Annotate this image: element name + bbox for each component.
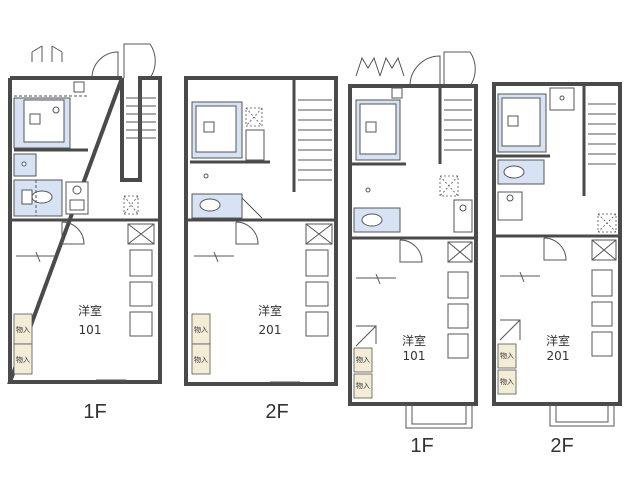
storage-label: 物入 — [356, 381, 370, 390]
floor-label: 1F — [410, 435, 433, 457]
staircase — [444, 99, 472, 151]
balcony — [549, 404, 615, 427]
stair-door[interactable] — [443, 51, 476, 87]
fridge-cross — [447, 241, 473, 263]
fridge-cross — [591, 239, 617, 261]
storage-label: 物入 — [194, 325, 208, 334]
balcony-window — [591, 269, 613, 357]
washbasin-icon — [559, 95, 565, 101]
stove-icon — [72, 185, 82, 195]
floor-plan-2 — [184, 76, 338, 386]
room-door[interactable] — [399, 239, 423, 263]
room-door[interactable] — [235, 221, 259, 245]
closet-rod — [500, 271, 540, 283]
washbasin-icon — [21, 161, 27, 167]
washer-space-cross — [245, 107, 263, 127]
storage-label: 物入 — [500, 351, 514, 360]
storage-label: 物入 — [16, 325, 30, 334]
room-type-label: 洋室 — [546, 333, 570, 348]
stair-door[interactable] — [123, 43, 156, 79]
closet-rod — [194, 251, 234, 263]
room-number-label: 101 — [79, 323, 102, 337]
storage-1 — [497, 343, 517, 369]
toilet-tank — [21, 189, 33, 205]
kitchen-counter — [245, 129, 265, 161]
kitchen-counter — [453, 199, 473, 233]
room-type-label: 洋室 — [258, 303, 282, 318]
room-number-label: 201 — [547, 349, 570, 363]
toilet-icon — [31, 190, 53, 204]
floor-plan-1 — [7, 43, 162, 384]
toilet-icon — [361, 213, 383, 227]
fridge-cross — [127, 223, 155, 245]
outer-wall — [184, 76, 338, 386]
washer-space-cross — [123, 195, 139, 215]
stove-icon — [506, 194, 514, 202]
outer-wall — [348, 84, 478, 406]
outer-wall — [492, 82, 622, 406]
outer-wall — [7, 76, 162, 384]
floor-plan-3 — [348, 51, 478, 429]
entrance-door[interactable] — [91, 51, 119, 79]
storage-label: 物入 — [16, 355, 30, 364]
closet-rod — [356, 273, 396, 285]
balcony-window — [447, 271, 469, 359]
window-top-icon — [355, 56, 405, 77]
meter-box — [391, 87, 403, 99]
closet-rod — [16, 251, 56, 263]
room-number-label: 201 — [259, 323, 282, 337]
room-door[interactable] — [543, 237, 567, 261]
room-door[interactable] — [61, 221, 85, 245]
storage-2 — [13, 343, 33, 375]
storage-label: 物入 — [500, 377, 514, 386]
room-type-label: 洋室 — [78, 303, 102, 318]
fridge-cross — [305, 223, 333, 245]
drain-icon — [365, 121, 377, 133]
washer-space — [245, 107, 263, 127]
storage-label: 物入 — [194, 355, 208, 364]
meter-box — [73, 81, 85, 93]
sink-icon — [69, 199, 85, 211]
closet-corner — [355, 325, 377, 347]
balcony-window — [129, 249, 153, 337]
closet-corner — [499, 319, 521, 341]
staircase — [588, 103, 616, 165]
drain-icon — [203, 121, 215, 133]
drain-icon — [29, 113, 41, 125]
staircase — [126, 97, 156, 139]
floor-label: 2F — [265, 401, 288, 423]
stove-icon — [459, 204, 467, 212]
storage-2 — [191, 343, 211, 375]
floor-plan-4 — [492, 82, 622, 427]
toilet-icon — [503, 165, 525, 179]
bathtub — [195, 105, 237, 153]
storage-2 — [497, 369, 517, 395]
faucet-icon — [52, 106, 60, 114]
balcony-window — [305, 249, 329, 337]
window-top-icon — [31, 45, 63, 62]
washbasin-icon — [203, 173, 209, 179]
balcony — [405, 404, 473, 429]
staircase — [298, 99, 332, 181]
toilet-door[interactable] — [241, 197, 263, 219]
washer-space-cross — [597, 213, 617, 233]
entrance-door[interactable] — [409, 55, 441, 87]
washbasin-icon — [365, 187, 371, 193]
drain-icon — [507, 115, 519, 127]
washer-space — [597, 213, 617, 233]
storage-label: 物入 — [356, 355, 370, 364]
washer-space — [439, 175, 459, 197]
room-type-label: 洋室 — [402, 333, 426, 348]
bathtub — [359, 103, 397, 155]
floor-label: 1F — [83, 401, 106, 423]
storage-2 — [353, 373, 373, 399]
washer-space — [123, 195, 139, 215]
floor-label: 2F — [550, 435, 573, 457]
washer-space-cross — [439, 175, 459, 197]
storage-1 — [353, 347, 373, 373]
toilet-icon — [199, 198, 221, 212]
room-number-label: 101 — [403, 349, 426, 363]
